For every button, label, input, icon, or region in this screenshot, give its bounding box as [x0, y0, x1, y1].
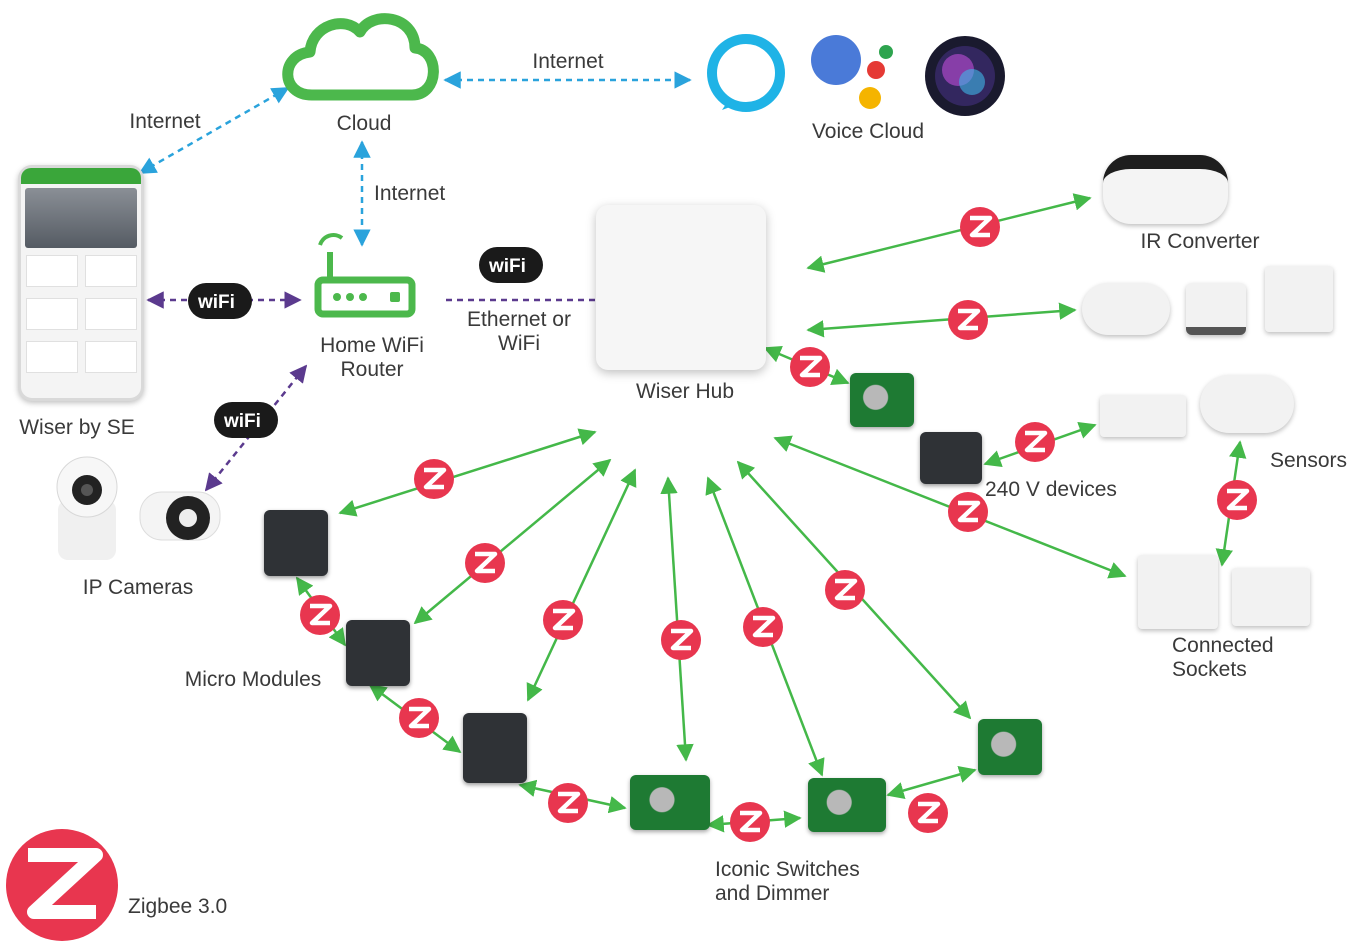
label-wiser-app: Wiser by SE — [19, 416, 135, 439]
label-internet-mid: Internet — [374, 182, 446, 205]
label-ir-converter: IR Converter — [1140, 230, 1260, 253]
label-internet-top: Internet — [532, 50, 604, 73]
label-voice-cloud: Voice Cloud — [811, 120, 925, 143]
label-iconic: Iconic Switches and Dimmer — [715, 858, 860, 905]
label-zigbee: Zigbee 3.0 — [128, 895, 228, 918]
label-240v-devices: 240 V devices — [985, 478, 1117, 501]
iconic-switch — [808, 778, 886, 832]
label-cloud: Cloud — [336, 112, 392, 135]
label-connected-sockets: Connected Sockets — [1172, 634, 1274, 681]
sensor-device — [1082, 283, 1170, 335]
wifi-badge-label: wiFi — [197, 292, 235, 313]
iconic-switch — [630, 775, 710, 830]
google-assistant-icon — [811, 35, 893, 109]
wifi-badge-label: wiFi — [488, 256, 526, 277]
wiser-app-phone — [18, 165, 144, 401]
label-internet-left: Internet — [129, 110, 201, 133]
cloud-icon — [282, 13, 439, 101]
sensor-device — [1265, 266, 1333, 332]
wifi-badge-icon — [188, 247, 543, 438]
connected-socket-device — [1138, 555, 1218, 629]
sensor-device — [1200, 375, 1294, 433]
device-240v — [920, 432, 982, 484]
label-router: Home WiFi Router — [320, 334, 424, 381]
label-ethernet: Ethernet or WiFi — [467, 308, 571, 355]
wiser-hub-device — [596, 205, 766, 370]
label-ip-cameras: IP Cameras — [82, 576, 194, 599]
wifi-badge-label: wiFi — [223, 411, 261, 432]
alexa-icon — [707, 34, 785, 112]
label-sensors: Sensors — [1270, 449, 1348, 472]
ip-camera — [139, 491, 221, 541]
ip-camera — [56, 456, 118, 560]
siri-icon — [925, 36, 1005, 116]
sensor-device — [1186, 283, 1246, 335]
connected-socket-device — [1232, 568, 1310, 626]
micro-module — [264, 510, 328, 576]
router-icon — [314, 233, 416, 318]
iconic-switch — [978, 719, 1042, 775]
micro-module — [346, 620, 410, 686]
sensor-device — [1100, 395, 1186, 437]
iconic-switch — [850, 373, 914, 427]
label-micro-modules: Micro Modules — [184, 668, 322, 691]
internet-links — [138, 71, 692, 247]
ir-converter-device — [1103, 155, 1228, 224]
micro-module — [463, 713, 527, 783]
label-wiser-hub: Wiser Hub — [635, 380, 735, 403]
zigbee-icon — [6, 829, 118, 941]
